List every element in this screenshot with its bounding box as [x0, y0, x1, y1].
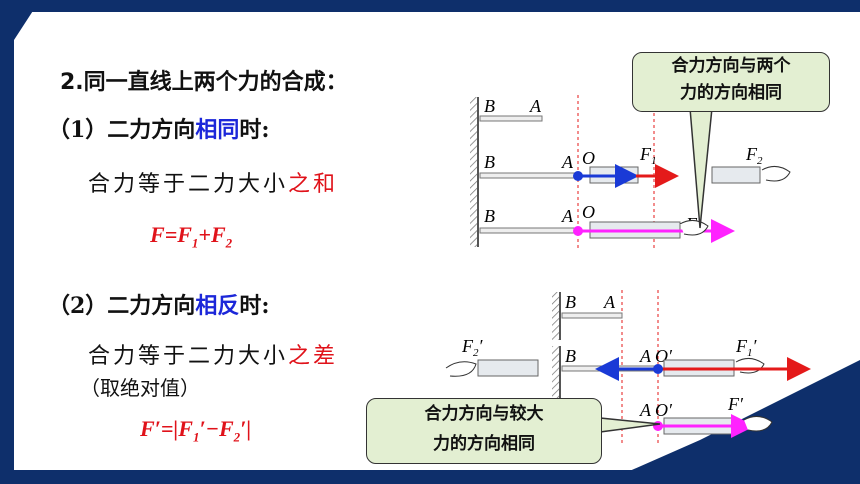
- band-rest-1: [479, 115, 543, 122]
- callout-opposite-direction: 合力方向与较大 力的方向相同: [366, 398, 602, 464]
- spring-scale-2: [711, 166, 761, 184]
- hand-icon-2: [679, 220, 709, 236]
- label-a-5: A: [639, 346, 652, 366]
- case1-rule: 合力等于二力大小之和: [88, 172, 339, 197]
- callout-same-line2: 力的方向相同: [680, 83, 782, 103]
- label-a-1: A: [529, 96, 542, 116]
- band-rest-2: [561, 312, 623, 319]
- callout-pointer-1: [689, 107, 713, 229]
- label-o-prime-6: O′: [655, 400, 673, 420]
- wall-case1: [470, 97, 479, 247]
- callout-same-line1: 合力方向与两个: [671, 56, 791, 76]
- section-heading: 2.同一直线上两个力的合成：: [60, 70, 348, 95]
- hand-icon-5: [743, 416, 773, 432]
- case2-title: （2）二力方向相反时:: [48, 293, 270, 319]
- label-o-3: O: [582, 202, 595, 222]
- band-row2: [479, 172, 579, 179]
- label-a-2: A: [561, 152, 574, 172]
- case1-title: （1）二力方向相同时:: [48, 117, 270, 143]
- label-a-6: A: [639, 400, 652, 420]
- case1-formula: F=F1+F2: [150, 222, 233, 251]
- callout-pointer-2: [599, 417, 661, 433]
- case2-note: （取绝对值）: [80, 376, 200, 400]
- label-f2: F2: [745, 144, 763, 167]
- label-f1-prime: F1′: [735, 336, 758, 359]
- hand-icon-3: [445, 361, 477, 377]
- point-o-3: [573, 226, 583, 236]
- label-b-2: B: [484, 152, 495, 172]
- hand-icon-1: [761, 166, 791, 182]
- label-f-prime: F′: [727, 394, 744, 414]
- point-o-prime-5: [653, 364, 663, 374]
- callout-same-direction: 合力方向与两个 力的方向相同: [632, 52, 830, 112]
- callout-opposite-line1: 合力方向与较大: [424, 404, 544, 424]
- case2-formula: F′=|F1′−F2′|: [140, 416, 252, 445]
- hand-icon-4: [735, 358, 765, 374]
- label-f2-prime: F2′: [461, 336, 484, 359]
- point-o-prime-6: [653, 421, 663, 431]
- label-f1: F1: [639, 144, 657, 167]
- label-b-3: B: [484, 206, 495, 226]
- callout-opposite-line2: 力的方向相同: [433, 434, 535, 454]
- label-a-4: A: [603, 292, 616, 312]
- label-b-4: B: [565, 292, 576, 312]
- label-b-1: B: [484, 96, 495, 116]
- label-a-3: A: [561, 206, 574, 226]
- spring-scale-4: [477, 359, 539, 377]
- label-o-2: O: [582, 148, 595, 168]
- case2-rule: 合力等于二力大小之差: [88, 344, 339, 369]
- point-o-2: [573, 171, 583, 181]
- label-b-5: B: [565, 346, 576, 366]
- band-row3: [479, 227, 579, 234]
